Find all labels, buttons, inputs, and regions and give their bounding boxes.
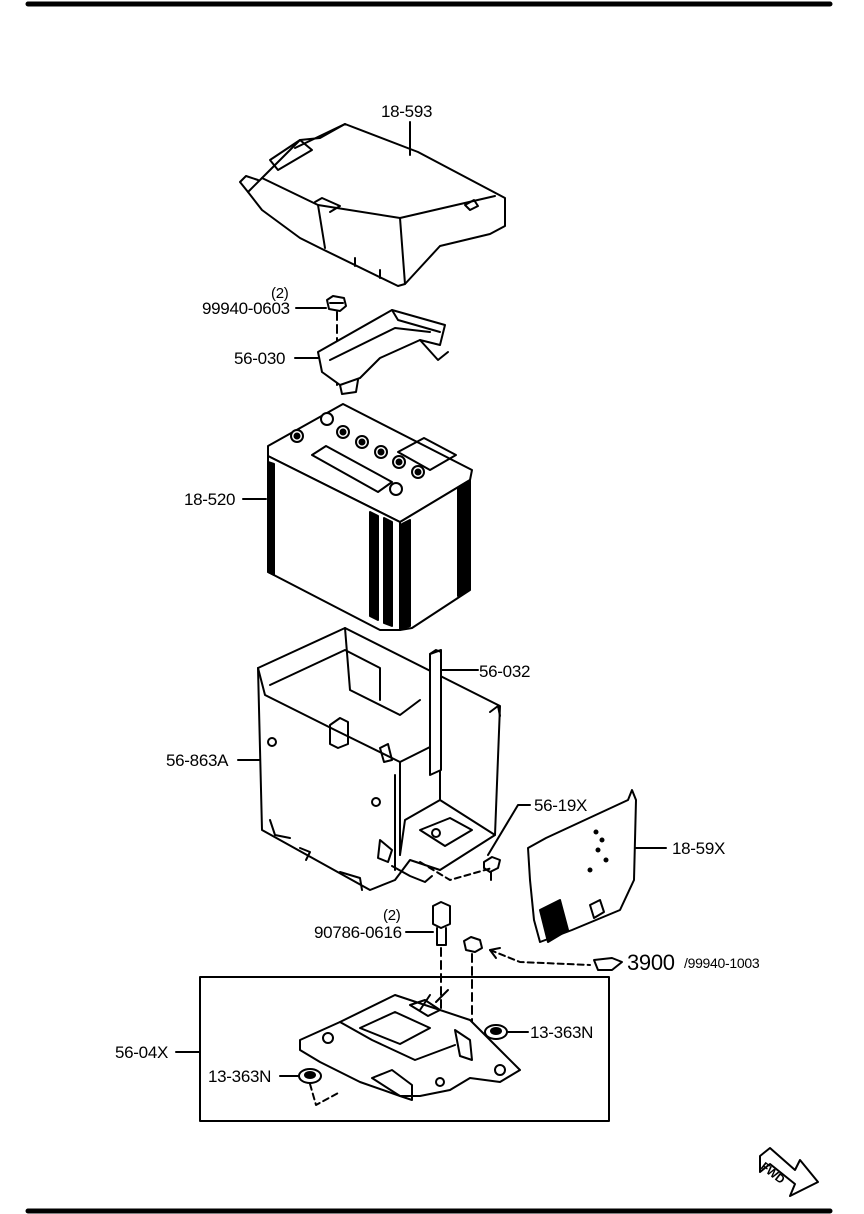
grommet-right-drawing	[484, 1024, 529, 1040]
battery-cover-drawing	[239, 121, 506, 287]
label-nut-top: 99940-0603	[202, 299, 290, 318]
label-battery: 18-520	[184, 490, 236, 509]
label-reference: 3900	[627, 950, 675, 975]
label-battery-cover: 18-593	[381, 102, 433, 121]
label-clip: 56-19X	[534, 796, 588, 815]
label-clamp-rod: 56-032	[479, 662, 531, 681]
label-side-plate: 18-59X	[672, 839, 726, 858]
label-battery-clamp: 56-030	[234, 349, 286, 368]
bolt-drawing	[405, 901, 451, 1056]
clamp-rod-drawing	[429, 649, 479, 776]
label-tray-assembly: 56-04X	[115, 1043, 169, 1062]
label-reference-sub: /99940-1003	[684, 955, 760, 971]
assembly-box	[199, 976, 610, 1122]
label-grommet-left: 13-363N	[208, 1067, 272, 1086]
label-bolt: 90786-0616	[314, 923, 402, 942]
tray-base-drawing	[299, 989, 521, 1101]
label-bolt-qty: (2)	[383, 907, 401, 924]
side-plate-drawing	[527, 789, 667, 943]
fwd-arrow-icon	[759, 1147, 819, 1197]
label-battery-tray: 56-863A	[166, 751, 229, 770]
label-nut-top-qty: (2)	[271, 285, 289, 302]
grommet-left-drawing	[279, 1068, 341, 1106]
clip-drawing	[419, 804, 531, 881]
battery-tray-drawing	[237, 627, 501, 891]
battery-drawing	[242, 403, 473, 631]
battery-clamp-drawing	[294, 309, 449, 395]
label-grommet-right: 13-363N	[530, 1023, 594, 1042]
